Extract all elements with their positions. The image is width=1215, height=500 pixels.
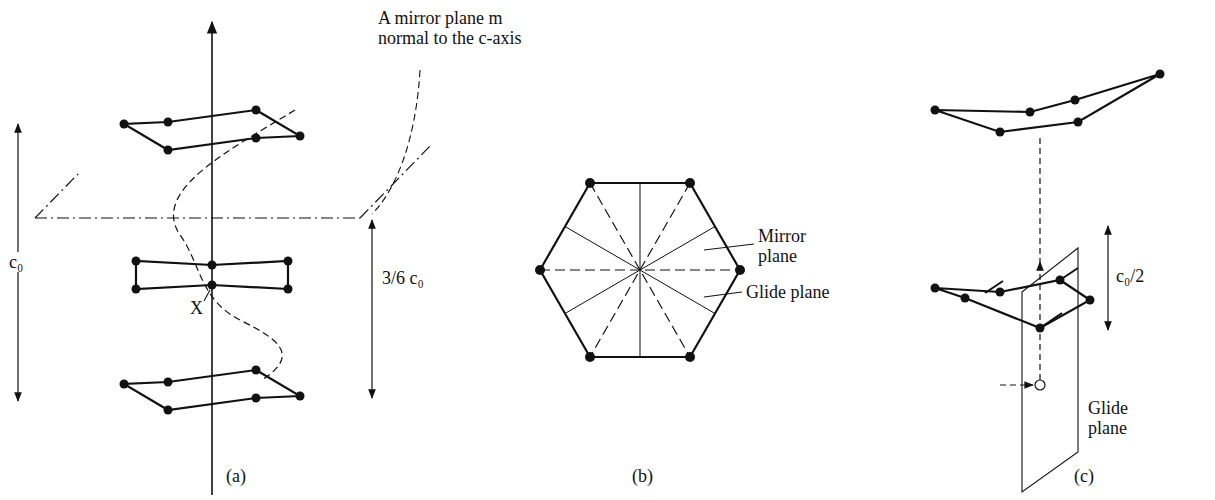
callout-text: Glide plane [1088, 398, 1150, 438]
dimension-label: c₀ [7, 252, 25, 272]
point-label: X [190, 298, 203, 318]
callout-text: Mirror plane [758, 226, 820, 266]
panel-label: (a) [226, 466, 246, 486]
panel-label: (b) [632, 466, 653, 486]
callout-text: Glide plane [746, 282, 829, 302]
callout-text: A mirror plane m normal to the c-axis [378, 8, 528, 48]
dimension-label: 3/6 c₀ [382, 268, 424, 288]
dimension-label: c₀/2 [1116, 266, 1144, 286]
panel-label: (c) [1074, 466, 1094, 486]
